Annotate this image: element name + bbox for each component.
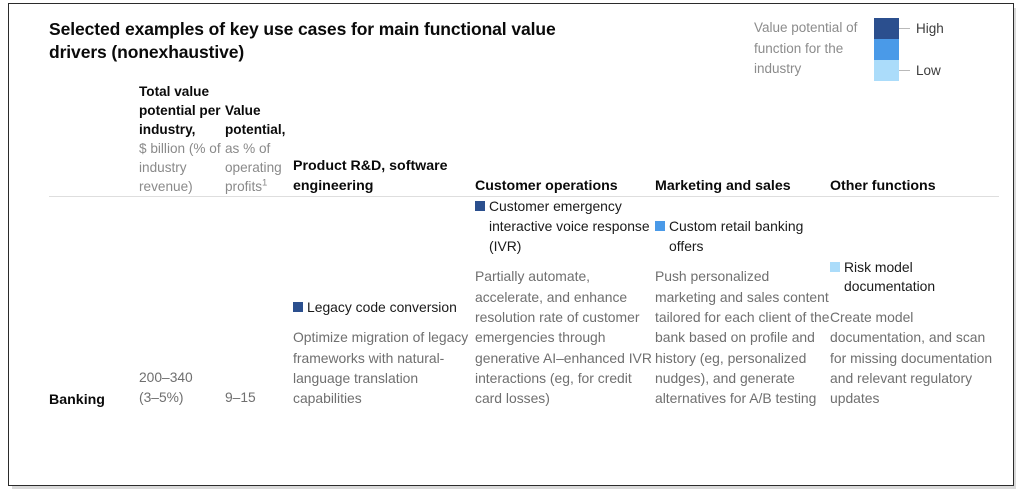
legend-tick-low-icon — [899, 69, 910, 71]
legend-scale: High Low — [874, 18, 961, 81]
use-case-table: Total value potential per industry, $ bi… — [49, 82, 999, 408]
footnote-marker: 1 — [262, 177, 268, 189]
use-case-body: Partially automate, accelerate, and enha… — [475, 268, 652, 407]
cell-use-case-product-rd: Legacy code conversion Optimize migratio… — [293, 197, 475, 409]
cell-total-value-range: 200–340 — [139, 370, 193, 386]
exhibit-title: Selected examples of key use cases for m… — [49, 19, 556, 62]
legend-label-high: High — [899, 21, 944, 36]
legend-tick-high-icon — [899, 27, 910, 29]
cell-use-case-marketing-and-sales: Custom retail banking offers Push person… — [655, 197, 830, 409]
value-swatch-icon — [293, 301, 303, 312]
legend-swatch-low — [874, 60, 899, 81]
use-case-heading: Custom retail banking offers — [669, 217, 804, 254]
row-label-banking: Banking — [49, 392, 105, 409]
header-total-value-bold: Total value potential per industry, — [139, 84, 221, 138]
cell-total-value-potential: 200–340 (3–5%) — [139, 197, 225, 409]
header-value-potential-pct: Value potential, as % of operating profi… — [225, 82, 293, 197]
use-case-heading: Risk model documentation — [844, 258, 936, 295]
header-category-product-rd: Product R&D, software engineering — [293, 157, 448, 195]
header-category-marketing-and-sales: Marketing and sales — [655, 178, 791, 195]
use-case-body: Optimize migration of legacy frameworks … — [293, 329, 469, 407]
legend-labels: High Low — [899, 18, 961, 81]
legend-label-low: Low — [899, 63, 941, 78]
header-total-value-soft: $ billion (% of industry revenue) — [139, 141, 221, 195]
use-case-heading-wrapper: Customer emergency interactive voice res… — [475, 197, 655, 256]
use-case-heading-wrapper: Legacy code conversion — [293, 298, 475, 318]
use-case-body: Create model documentation, and scan for… — [830, 308, 993, 407]
legend-caption: Value potential of function for the indu… — [754, 20, 858, 77]
header-category-customer-operations: Customer operations — [475, 178, 618, 195]
header-value-pct-soft-text: as % of operating profits — [225, 141, 282, 195]
header-value-pct-bold: Value potential, — [225, 103, 286, 138]
legend-label-high-text: High — [916, 21, 944, 36]
cell-total-value-percent: (3–5%) — [139, 390, 184, 406]
header-row-label — [49, 82, 139, 197]
legend-swatch-mid — [874, 39, 899, 60]
cell-use-case-other-functions: Risk model documentation Create model do… — [830, 197, 999, 409]
cell-value-pct-range: 9–15 — [225, 390, 256, 406]
value-swatch-icon — [655, 220, 665, 231]
legend-gradient-bar — [874, 18, 899, 81]
use-case-heading: Legacy code conversion — [307, 298, 457, 315]
table-header-row: Total value potential per industry, $ bi… — [49, 82, 999, 197]
table-row: Banking 200–340 (3–5%) 9–15 Legacy code … — [49, 196, 999, 409]
use-case-heading-wrapper: Risk model documentation — [830, 258, 999, 297]
use-case-body: Push personalized marketing and sales co… — [655, 268, 830, 407]
header-value-pct-soft: as % of operating profits1 — [225, 139, 293, 196]
value-swatch-icon — [475, 201, 485, 212]
legend: Value potential of function for the indu… — [754, 18, 961, 81]
use-case-heading-wrapper: Custom retail banking offers — [655, 217, 830, 256]
cell-use-case-customer-operations: Customer emergency interactive voice res… — [475, 197, 655, 409]
cell-value-potential-pct: 9–15 — [225, 197, 293, 409]
title-block: Selected examples of key use cases for m… — [49, 18, 999, 64]
legend-label-low-text: Low — [916, 63, 941, 78]
legend-swatch-high — [874, 18, 899, 39]
header-category-other-functions: Other functions — [830, 178, 936, 195]
use-case-heading: Customer emergency interactive voice res… — [489, 198, 650, 254]
value-swatch-icon — [830, 261, 840, 272]
exhibit-frame: Selected examples of key use cases for m… — [8, 3, 1014, 486]
header-total-value-potential: Total value potential per industry, $ bi… — [139, 82, 225, 197]
